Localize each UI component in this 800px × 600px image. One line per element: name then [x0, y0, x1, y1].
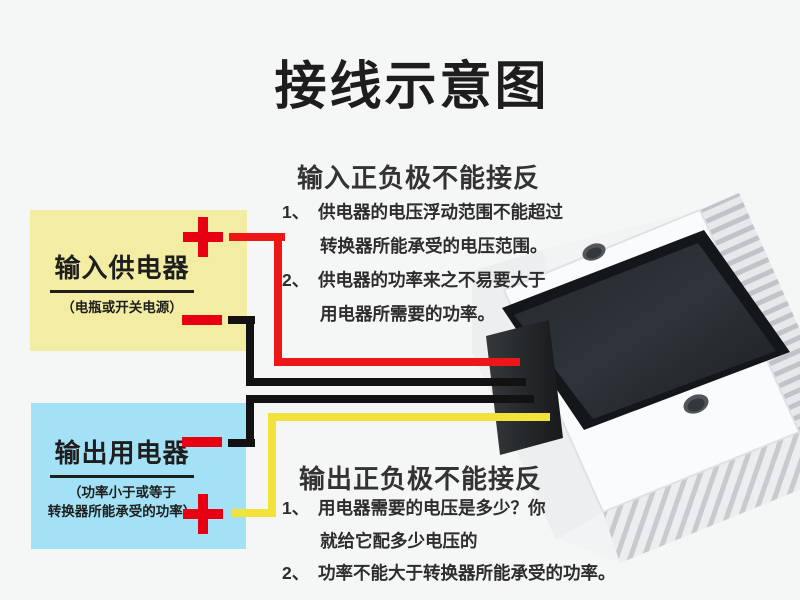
note-number: 1、 — [282, 202, 310, 222]
note-line: 1、用电器需要的电压是多少？你 — [282, 492, 616, 525]
wire-input-positive-seg2 — [274, 233, 282, 366]
wire-output-negative-seg3 — [246, 395, 534, 403]
note-line: 2、供电器的功率来之不易要大于 — [282, 263, 563, 297]
wire-input-negative-seg3 — [246, 378, 526, 386]
input-box-label: 输入供电器 — [50, 248, 194, 293]
wire-input-negative-seg1 — [228, 316, 255, 324]
output-notes: 1、用电器需要的电压是多少？你 就给它配多少电压的 2、功率不能大于转换器所能承… — [282, 492, 616, 590]
heatsink-front-fins — [603, 432, 800, 563]
note-text: 供电器的电压浮动范围不能超过 — [318, 202, 563, 222]
mounting-hole-top — [582, 243, 606, 261]
input-minus-symbol — [182, 315, 222, 325]
wire-input-positive-seg3 — [274, 358, 520, 366]
wire-output-positive-seg3 — [268, 413, 550, 421]
mounting-hole-bottom — [683, 394, 709, 414]
note-line: 就给它配多少电压的 — [320, 530, 478, 551]
top-panel — [514, 243, 776, 419]
note-line: 1、供电器的电压浮动范围不能超过 — [282, 195, 563, 229]
wire-input-positive-seg1 — [229, 233, 285, 241]
note-line: 用电器所需要的功率。 — [320, 304, 495, 324]
input-box-sublabel: （电瓶或开关电源） — [61, 300, 183, 315]
output-load-box: 输出用电器 （功率小于或等于 转换器所能承受的功率） — [31, 403, 246, 549]
output-plus-symbol — [183, 494, 223, 534]
input-section-heading: 输入正负极不能接反 — [297, 163, 541, 193]
note-number: 1、 — [282, 498, 310, 518]
wire-connector-block — [486, 320, 563, 455]
note-text: 用电器需要的电压是多少？你 — [318, 498, 546, 518]
input-notes: 1、供电器的电压浮动范围不能超过 转换器所能承受的电压范围。 2、供电器的功率来… — [282, 195, 563, 331]
wire-output-negative-seg2 — [246, 395, 254, 447]
note-text: 功率不能大于转换器所能承受的功率。 — [318, 563, 616, 583]
note-line: 转换器所能承受的电压范围。 — [320, 236, 548, 256]
note-number: 2、 — [282, 270, 310, 290]
note-line: 2、功率不能大于转换器所能承受的功率。 — [282, 557, 616, 590]
wire-output-positive-seg1 — [231, 509, 276, 517]
note-number: 2、 — [282, 563, 310, 583]
wire-output-negative-seg1 — [228, 439, 255, 447]
output-section-heading: 输出正负极不能接反 — [299, 464, 543, 494]
input-box-text: 输入供电器 （电瓶或开关电源） — [38, 248, 206, 317]
output-box-label: 输出用电器 — [50, 433, 194, 478]
wire-output-positive-seg2 — [268, 413, 276, 517]
output-minus-symbol — [182, 437, 222, 447]
output-box-sublabel: （功率小于或等于 转换器所能承受的功率） — [47, 485, 197, 519]
note-text: 供电器的功率来之不易要大于 — [318, 270, 546, 290]
page-title: 接线示意图 — [274, 58, 550, 116]
output-box-text: 输出用电器 （功率小于或等于 转换器所能承受的功率） — [31, 433, 213, 521]
wire-input-negative-seg2 — [246, 316, 254, 386]
input-plus-symbol — [183, 217, 223, 257]
